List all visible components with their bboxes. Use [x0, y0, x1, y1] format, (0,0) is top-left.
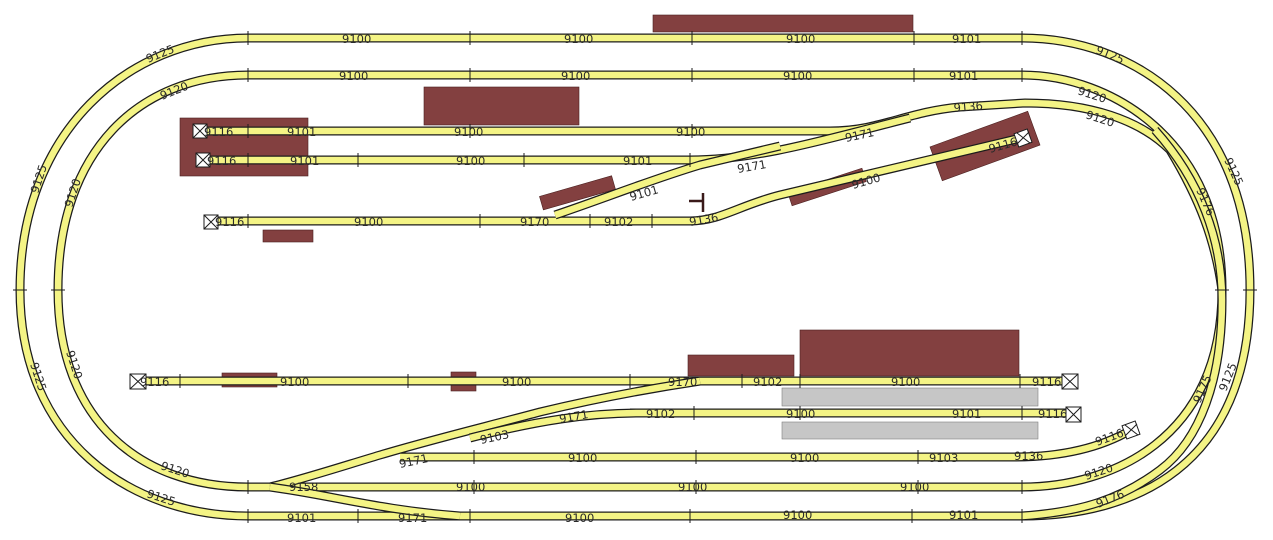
track-label: 9136: [688, 210, 719, 229]
track-label: 9101: [952, 32, 981, 46]
track-label: 9100: [280, 375, 309, 389]
track-label: 9116: [204, 125, 233, 139]
track-label: 9101: [287, 511, 316, 525]
track-label: 9125: [28, 163, 50, 195]
building-small-left: [262, 229, 314, 243]
siding-1-track: [200, 99, 1226, 291]
track-label: 9120: [1083, 460, 1115, 482]
track-label: 9100: [561, 69, 590, 83]
track-label: 9100: [900, 480, 929, 494]
signal-icon: [689, 193, 705, 212]
switch-bottom-track: [269, 483, 461, 520]
track-label: 9101: [623, 154, 652, 168]
track-label: 9125: [1094, 43, 1126, 67]
track-label: 9100: [790, 451, 819, 465]
track-label: 9171: [736, 157, 767, 176]
buffer-stop-icon: [1065, 406, 1082, 423]
track-label: 9171: [398, 511, 427, 525]
platform-2: [781, 421, 1039, 440]
lower-3-curve-track: [469, 409, 641, 442]
track-label: 9102: [604, 215, 633, 229]
platform-1: [781, 387, 1039, 407]
track-label: 9100: [354, 215, 383, 229]
siding-3-track: [211, 133, 1026, 225]
tracks: [15, 33, 1255, 521]
track-label: 9100: [678, 480, 707, 494]
track-joints: [13, 31, 1257, 523]
track-label: 9136: [953, 98, 983, 114]
track-label: 9100: [891, 375, 920, 389]
building-station-large: [799, 329, 1020, 377]
track-label: 9171: [558, 407, 589, 426]
building-top-middle: [423, 86, 580, 126]
track-label: 9100: [564, 32, 593, 46]
track-label: 9101: [287, 125, 316, 139]
track-label: 9101: [949, 69, 978, 83]
track-label: 9100: [786, 32, 815, 46]
track-label: 9103: [479, 427, 511, 447]
track-label: 9100: [456, 154, 485, 168]
track-label: 9102: [753, 375, 782, 389]
buffer-stop-icon: [129, 373, 147, 390]
lower-3-track: [400, 427, 1133, 461]
track-label: 9103: [929, 451, 958, 465]
buffer-stop-icon: [1013, 128, 1033, 148]
crossover-right-track: [1021, 127, 1226, 520]
track-label: 9116: [207, 154, 236, 168]
track-label: 9100: [783, 69, 812, 83]
buffer-stop-icon: [192, 123, 208, 139]
track-label: 9116: [215, 215, 244, 229]
building-station-small: [687, 354, 795, 377]
track-label: 9100: [454, 125, 483, 139]
track-label: 9116: [1038, 407, 1067, 421]
building-angled-1: [539, 175, 616, 211]
building-top-long: [652, 14, 914, 33]
diagonal-upper-track: [553, 142, 781, 219]
track-label: 9100: [786, 407, 815, 421]
track-label: 9101: [952, 407, 981, 421]
track-label: 9116: [1032, 375, 1061, 389]
siding-3-edge: [211, 132, 1027, 226]
track-label: 9100: [676, 125, 705, 139]
track-label: 9170: [520, 215, 549, 229]
buffer-stop-icon: [195, 152, 211, 168]
track-label: 9101: [290, 154, 319, 168]
track-label: 9100: [783, 508, 812, 522]
track-label: 9170: [668, 375, 697, 389]
track-label: 9171: [398, 451, 430, 471]
track-label: 9100: [502, 375, 531, 389]
track-label: 9116: [140, 375, 169, 389]
track-label: 9100: [342, 32, 371, 46]
track-label: 9101: [949, 508, 978, 522]
track-label: 9100: [568, 451, 597, 465]
track-label: 9125: [144, 42, 176, 66]
track-label: 9100: [339, 69, 368, 83]
track-label: 9100: [456, 480, 485, 494]
track-label: 9102: [646, 407, 675, 421]
track-label: 9120: [1076, 84, 1108, 106]
buffer-stops: [129, 123, 1141, 440]
track-label: 9100: [565, 511, 594, 525]
buffer-stop-icon: [1121, 420, 1141, 440]
track-label: 9120: [158, 79, 190, 103]
lower-2-curve-track: [269, 377, 701, 491]
track-label: 9158: [289, 480, 318, 494]
track-label: 9171: [844, 125, 876, 145]
buffer-stop-icon: [1061, 373, 1079, 390]
track-label: 9136: [1014, 449, 1043, 463]
buffer-stop-icon: [203, 214, 219, 230]
track-label: 9120: [62, 177, 84, 209]
